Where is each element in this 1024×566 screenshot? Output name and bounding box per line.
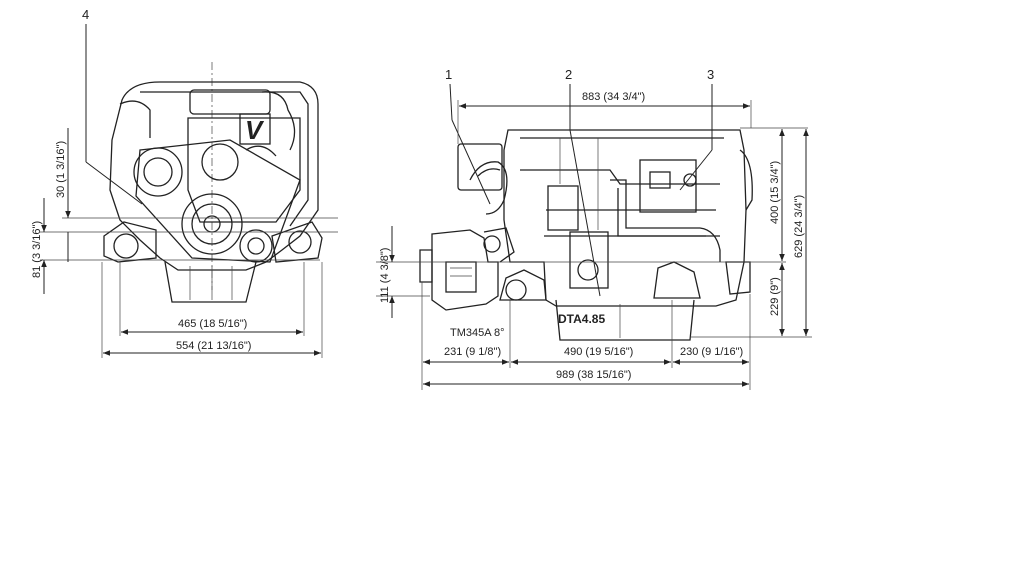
dim-30-label: 30 (1 3/16") <box>55 141 67 198</box>
volvo-logo: V <box>245 115 265 145</box>
dim-883-label: 883 (34 3/4") <box>582 91 645 103</box>
dim-465-label: 465 (18 5/16") <box>178 318 247 330</box>
callout-1: 1 <box>445 67 452 82</box>
dim-229-label: 229 (9") <box>769 277 781 316</box>
dim-400-label: 400 (15 3/4") <box>769 161 781 224</box>
dim-230-label: 230 (9 1/16") <box>680 346 743 358</box>
dim-629-label: 629 (24 3/4") <box>793 195 805 258</box>
front-engine-body <box>103 81 323 303</box>
callout-4: 4 <box>82 7 89 22</box>
volvo-logo-box <box>239 113 271 145</box>
callout-2: 2 <box>565 67 572 82</box>
dim-989-label: 989 (38 15/16") <box>556 369 631 381</box>
callout-3: 3 <box>707 67 714 82</box>
dim-111-label: 111 (4 3/8") <box>379 248 391 303</box>
gearbox-label: TM345A 8° <box>450 327 505 339</box>
dim-81-label: 81 (3 3/16") <box>31 221 43 278</box>
side-gearbox <box>419 227 527 311</box>
front-view: V 4 30 (1 3/16") 81 (3 3/16") 465 (18 5/… <box>31 7 338 358</box>
engine-model-label: DTA4.85 <box>558 312 605 326</box>
dim-231-label: 231 (9 1/8") <box>444 346 501 358</box>
dim-490-label: 490 (19 5/16") <box>564 346 633 358</box>
side-engine-body <box>457 129 753 341</box>
dim-554-label: 554 (21 13/16") <box>176 340 251 352</box>
side-view: 1 2 3 883 (34 3/4") 400 (15 3/4") 229 (9… <box>376 67 812 390</box>
